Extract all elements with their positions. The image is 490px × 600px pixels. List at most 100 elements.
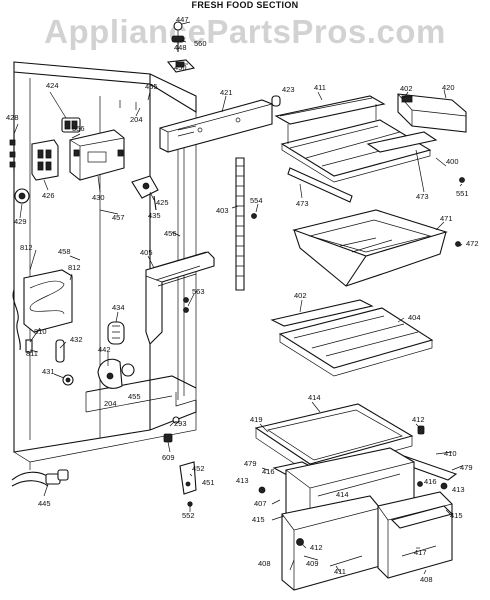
part-label: 472 (466, 239, 479, 248)
dairy-tray (397, 93, 467, 133)
part-label: 417 (414, 548, 427, 557)
part-label: 405 (140, 248, 153, 257)
part-label: 430 (92, 193, 105, 202)
part-label: 402 (400, 84, 413, 93)
top-shelf-assembly (274, 95, 438, 203)
part-label: 435 (148, 211, 161, 220)
part-label: 423 (282, 85, 295, 94)
part-label: 412 (412, 415, 425, 424)
section-title: FRESH FOOD SECTION (191, 0, 299, 10)
part-label: 452 (192, 464, 205, 473)
part-label: 442 (98, 345, 111, 354)
part-label: 563 (192, 287, 205, 296)
part-label: 812 (20, 243, 33, 252)
part-label: 812 (68, 263, 81, 272)
part-label: 450 (174, 63, 187, 72)
part-label: 419 (250, 415, 263, 424)
top-hinge-hardware (166, 21, 196, 73)
part-label: 551 (456, 189, 469, 198)
part-label: 458 (58, 247, 71, 256)
part-label: 455 (128, 392, 141, 401)
part-label: 408 (258, 559, 271, 568)
part-label: 412 (310, 543, 323, 552)
part-label: 413 (236, 476, 249, 485)
lower-shelf-assembly (270, 299, 434, 377)
part-label: 457 (112, 213, 125, 222)
part-label: 448 (174, 43, 187, 52)
part-label: 554 (250, 196, 263, 205)
part-label: 415 (252, 515, 265, 524)
wire-harness (11, 469, 69, 487)
screw-554 (251, 213, 257, 219)
part-label: 428 (6, 113, 19, 122)
part-label: 479 (244, 459, 257, 468)
part-label: 810 (34, 327, 47, 336)
part-label: 293 (174, 419, 187, 428)
part-label: 447 (176, 15, 189, 24)
part-label: 421 (220, 88, 233, 97)
part-label: 473 (416, 192, 429, 201)
part-label: 204 (104, 399, 117, 408)
part-label: 402 (294, 291, 307, 300)
part-label: 429 (14, 217, 27, 226)
part-label: 425 (156, 198, 169, 207)
part-label: 411 (334, 567, 346, 576)
part-label: 424 (46, 81, 59, 90)
control-knob-bracket (131, 175, 159, 211)
light-switch (61, 117, 81, 133)
light-bulb (14, 188, 30, 204)
part-numbers: 447 448 560 450 424 455 204 421 423 411 … (6, 15, 479, 584)
part-label: 416 (424, 477, 437, 486)
part-label: 414 (308, 393, 321, 402)
damper-assembly (97, 321, 135, 389)
hinge-bracket-452 (179, 461, 197, 507)
part-label: 409 (306, 559, 319, 568)
part-label: 416 (262, 467, 275, 476)
part-label: 420 (442, 83, 455, 92)
lower-cover-414 (254, 403, 425, 475)
part-label: 811 (26, 349, 38, 358)
part-label: 408 (420, 575, 433, 584)
part-label: 400 (446, 157, 459, 166)
part-label: 415 (450, 511, 463, 520)
part-label: 560 (194, 39, 207, 48)
part-label: 471 (440, 214, 453, 223)
part-label: 403 (216, 206, 229, 215)
part-label: 455 (145, 82, 158, 91)
part-label: 413 (452, 485, 465, 494)
shelf-ladder (235, 157, 245, 291)
part-label: 432 (70, 335, 83, 344)
screw-551 (459, 177, 465, 183)
cabinet-liner (13, 61, 197, 470)
temperature-control-panel (159, 99, 273, 153)
part-label: 414 (336, 490, 349, 499)
screw-472 (455, 241, 461, 247)
watermark: AppliancePartsPros.com (44, 13, 446, 50)
part-label: 552 (182, 511, 195, 520)
screw-563 (183, 307, 189, 313)
part-label: 431 (42, 367, 55, 376)
part-label: 556 (72, 124, 85, 133)
part-label: 445 (38, 499, 51, 508)
part-label: 426 (42, 191, 55, 200)
part-label: 411 (314, 83, 326, 92)
part-label: 479 (460, 463, 473, 472)
leader-lines (13, 21, 463, 575)
crisper-drawer-right (377, 491, 454, 579)
part-label: 473 (296, 199, 309, 208)
part-label: 456 (164, 229, 177, 238)
crisper-pan (292, 209, 448, 287)
part-label: 609 (162, 453, 175, 462)
part-label: 407 (254, 499, 267, 508)
plug-423 (271, 95, 281, 107)
part-label: 204 (130, 115, 143, 124)
light-housing (31, 129, 125, 181)
small-hardware (25, 339, 74, 386)
side-bracket-428 (9, 134, 16, 170)
part-label: 451 (202, 478, 215, 487)
part-label: 434 (112, 303, 125, 312)
part-label: 404 (408, 313, 421, 322)
heater-plate (12, 269, 73, 351)
